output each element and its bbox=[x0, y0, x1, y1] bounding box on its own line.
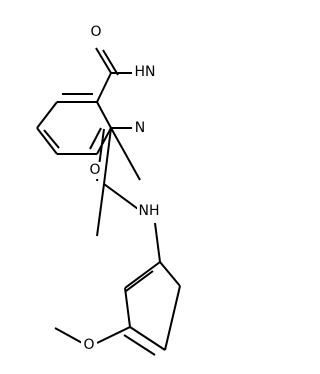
chemical-structure: O HN N O NH O bbox=[36, 24, 181, 356]
svg-text:HN: HN bbox=[135, 64, 156, 80]
ring-n-label: N bbox=[132, 120, 148, 137]
svg-text:NH: NH bbox=[139, 203, 160, 219]
amide-nh-label: NH bbox=[137, 203, 161, 220]
svg-text:O: O bbox=[89, 162, 100, 178]
amide-oxygen-label: O bbox=[87, 162, 103, 179]
svg-text:O: O bbox=[90, 24, 101, 40]
ether-oxygen-label: O bbox=[81, 337, 97, 354]
svg-text:N: N bbox=[135, 120, 145, 136]
ring-nh-label: HN bbox=[132, 64, 156, 81]
atom-labels: O HN N O NH O bbox=[81, 24, 161, 354]
svg-text:O: O bbox=[83, 337, 94, 353]
carbonyl-oxygen-label: O bbox=[88, 24, 104, 41]
bond-lines bbox=[36, 47, 181, 356]
